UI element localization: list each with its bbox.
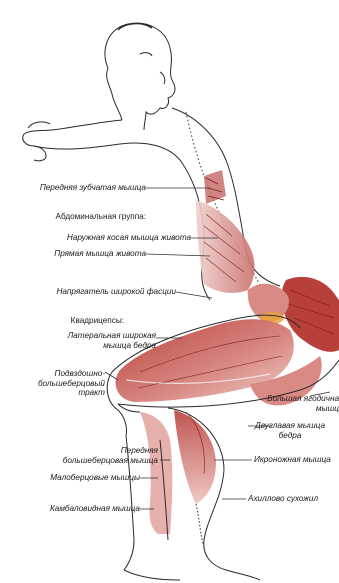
label-iliotibial-tract-line2: большеберцовый <box>38 379 105 388</box>
abdominal-muscles <box>196 200 255 293</box>
label-rectus-abdominis: Прямая мышца живота <box>6 249 146 259</box>
head-outline <box>105 23 175 130</box>
label-biceps-femoris: Двуглавая мышца бедра <box>250 421 330 440</box>
feet-outline <box>124 570 260 580</box>
label-gastrocnemius: Икроножная мышца <box>254 455 339 465</box>
label-biceps-femoris-line1: Двуглавая мышца <box>255 421 325 430</box>
label-serratus-anterior: Передняя зубчатая мышца <box>6 183 146 193</box>
label-tensor-fasciae-latae: Напрягатель широкой фасции <box>6 287 176 297</box>
label-vastus-lateralis-line2: мышца бедра <box>103 341 156 350</box>
label-vastus-lateralis-line1: Латеральная широкая <box>68 331 156 340</box>
arms-outline <box>23 120 180 161</box>
label-iliotibial-tract-line3: тракт <box>78 388 105 397</box>
label-iliotibial-tract-line1: Подвздошно- <box>55 369 105 378</box>
label-tibialis-anterior: Передняя большеберцовая мышца <box>6 446 158 465</box>
label-gluteus-maximus-line2: мышц <box>316 404 339 413</box>
label-vastus-lateralis: Латеральная широкая мышца бедра <box>6 331 156 350</box>
label-iliotibial-tract: Подвздошно- большеберцовый тракт <box>6 369 105 398</box>
serratus-anterior-muscle <box>204 170 226 204</box>
label-peroneus: Малоберцовые мышцы <box>6 473 140 483</box>
label-abdominal-group: Абдоминальная группа: <box>6 212 146 222</box>
label-external-oblique: Наружная косая мышца живота <box>6 233 191 243</box>
lower-leg-outline <box>124 408 226 570</box>
label-biceps-femoris-line2: бедра <box>279 431 302 440</box>
label-gluteus-maximus-line1: Большая ягодична <box>267 394 339 403</box>
label-achilles-tendon: Ахиллово сухожил <box>248 494 339 504</box>
label-tibialis-anterior-line1: Передняя <box>121 446 158 455</box>
label-gluteus-maximus: Большая ягодична мышц <box>249 394 339 413</box>
label-soleus: Камбаловидная мышца <box>6 504 140 514</box>
label-quadriceps: Квадрицепсы: <box>6 316 124 326</box>
lower-leg-muscles <box>140 410 216 534</box>
label-tibialis-anterior-line2: большеберцовая мышца <box>63 456 158 465</box>
